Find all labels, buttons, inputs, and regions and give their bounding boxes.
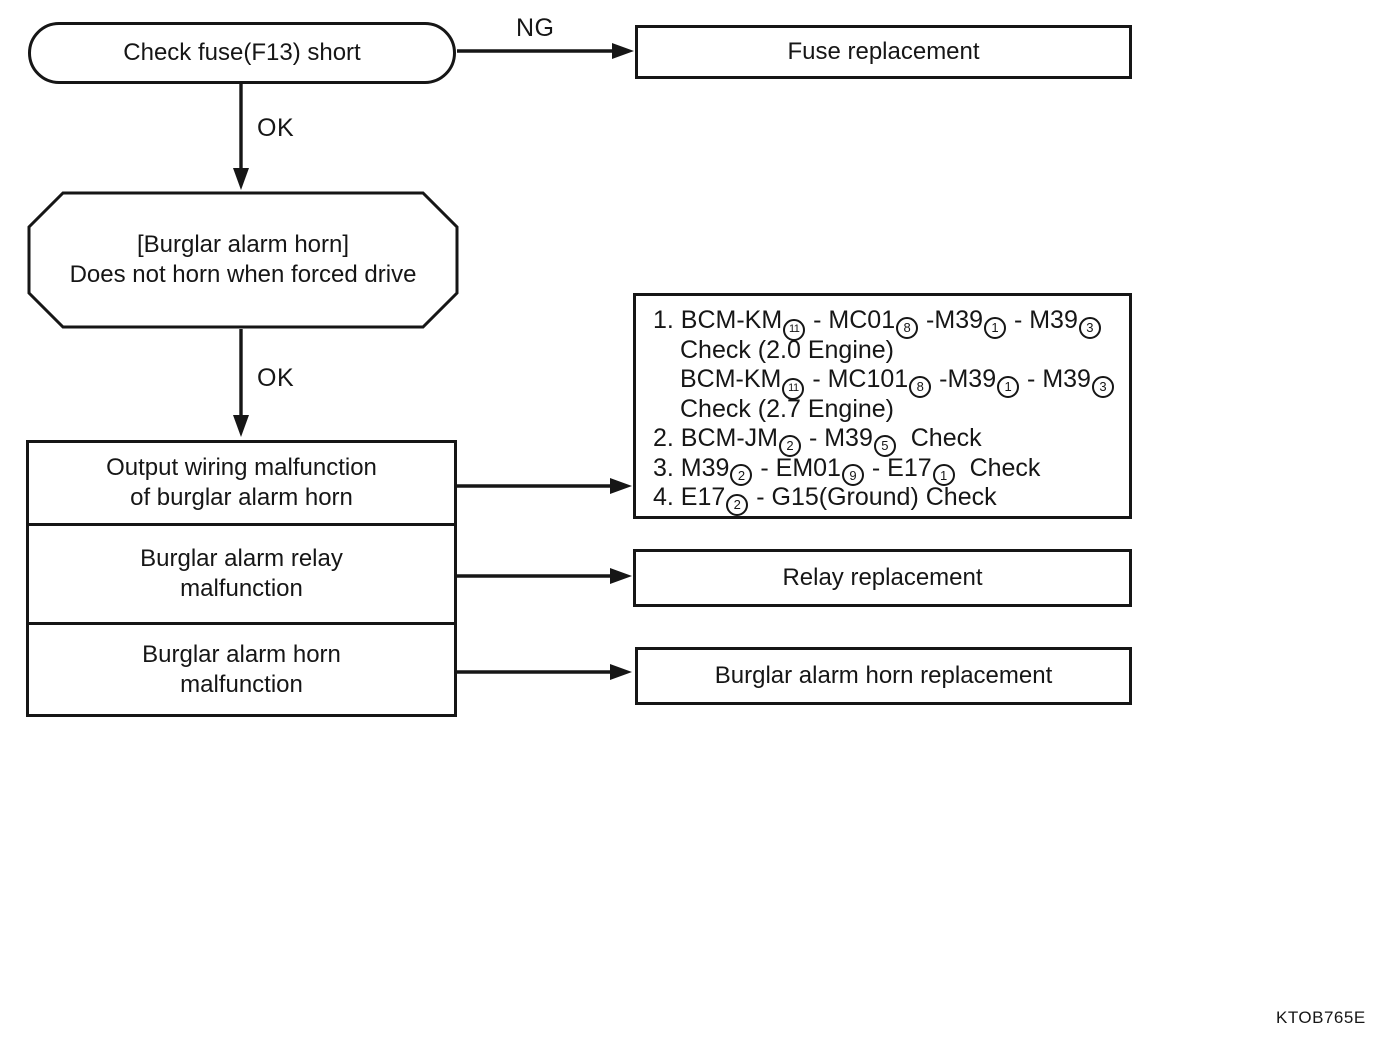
wiring-arrowhead-icon [610, 478, 632, 494]
cause-2-line-1: Burglar alarm relay [140, 545, 343, 572]
edge-label-ok-1: OK [257, 114, 295, 142]
node-condition-text: [Burglar alarm horn] Does not horn when … [27, 191, 459, 329]
circled-pin-number: 3 [1091, 375, 1114, 398]
cause-3-line-2: malfunction [180, 670, 303, 698]
node-cause-output-wiring: Output wiring malfunction of burglar ala… [26, 440, 457, 526]
node-relay-replacement-label: Relay replacement [782, 564, 983, 591]
cause-3-line-1: Burglar alarm horn [142, 640, 341, 668]
ng-arrowhead-icon [612, 43, 634, 59]
circled-pin-number: 5 [873, 434, 896, 457]
condition-hexagon-shape [27, 191, 459, 329]
circled-pin-number: 8 [909, 375, 932, 398]
node-relay-replacement: Relay replacement [633, 549, 1132, 607]
node-check-fuse: Check fuse(F13) short [28, 22, 456, 84]
node-horn-replacement: Burglar alarm horn replacement [635, 647, 1132, 705]
circled-pin-number: 2 [779, 434, 801, 457]
condition-line-1: [Burglar alarm horn] [136, 231, 350, 258]
circled-pin-number: 1 [984, 316, 1006, 339]
wiring-check-line: Check (2.0 Engine) [680, 335, 895, 364]
edge-label-ng: NG [516, 14, 555, 42]
edge-label-ok-2: OK [257, 364, 295, 392]
circled-pin-number: 1 [997, 375, 1020, 398]
cause-2-line-2: malfunction [180, 575, 303, 602]
node-fuse-replacement-label: Fuse replacement [787, 38, 980, 65]
node-cause-horn-malfunction: Burglar alarm horn malfunction [26, 622, 457, 717]
circled-pin-number: 11 [783, 318, 806, 341]
cause-1-line-1: Output wiring malfunction [106, 454, 377, 481]
circled-pin-number: 3 [1078, 316, 1101, 339]
circled-pin-number: 11 [782, 377, 805, 400]
node-check-fuse-label: Check fuse(F13) short [123, 39, 361, 66]
node-condition: [Burglar alarm horn] Does not horn when … [27, 191, 459, 329]
circled-pin-number: 1 [932, 464, 955, 486]
cause-1-line-2: of burglar alarm horn [130, 484, 353, 511]
node-fuse-replacement: Fuse replacement [635, 25, 1132, 79]
condition-hexagon-outline [27, 191, 459, 329]
wiring-check-line: Check (2.7 Engine) [680, 394, 895, 423]
node-cause-relay-malfunction: Burglar alarm relay malfunction [26, 523, 457, 625]
ok2-arrowhead-icon [233, 415, 249, 437]
circled-pin-number: 8 [896, 316, 919, 339]
circled-pin-number: 2 [730, 464, 753, 486]
relay-arrowhead-icon [610, 568, 632, 584]
node-horn-replacement-label: Burglar alarm horn replacement [714, 662, 1053, 689]
circled-pin-number: 2 [726, 493, 749, 516]
figure-code: KTOB765E [1276, 1008, 1366, 1027]
horn-arrowhead-icon [610, 664, 632, 680]
ok1-arrowhead-icon [233, 168, 249, 190]
condition-line-2: Does not horn when forced drive [69, 261, 417, 288]
circled-pin-number: 9 [841, 464, 864, 486]
